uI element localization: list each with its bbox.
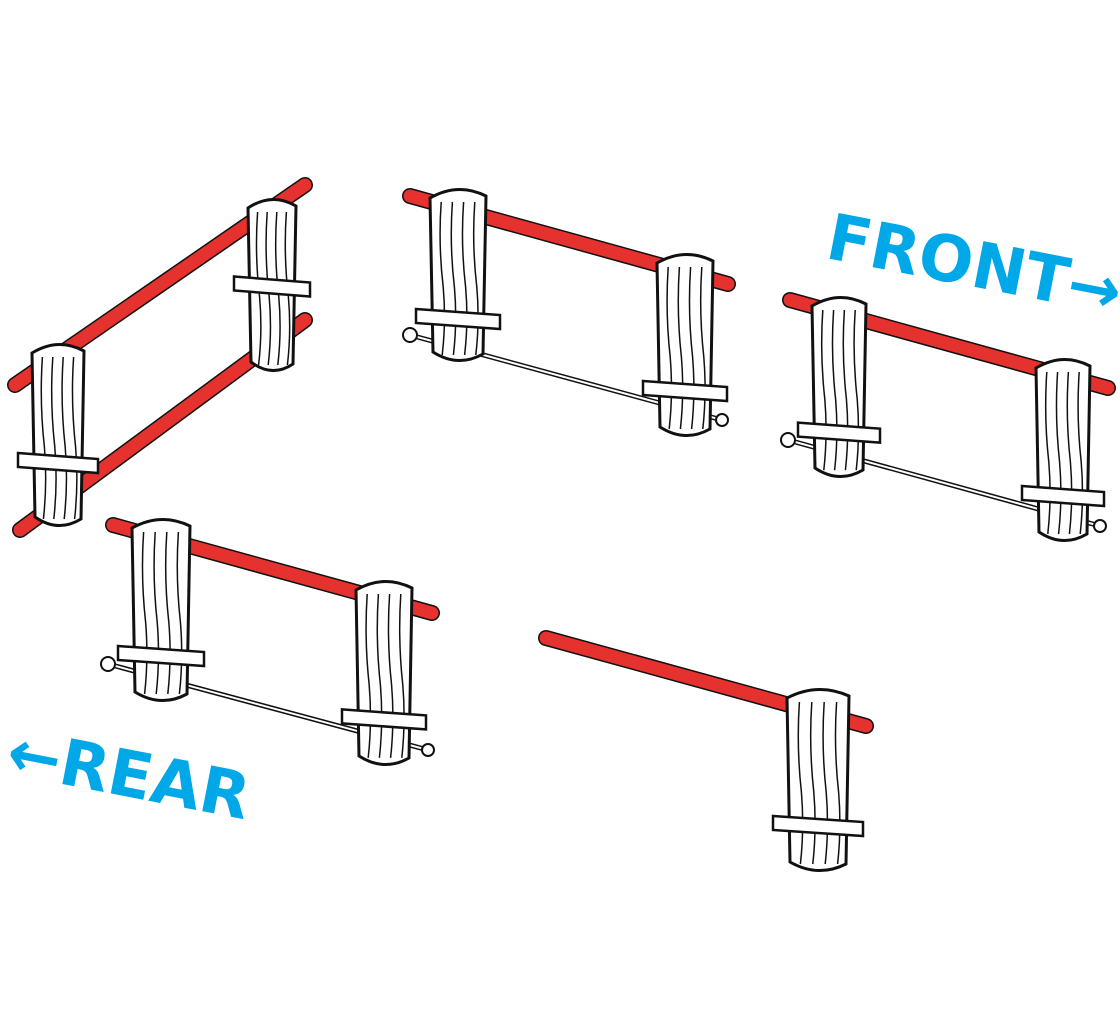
wood-grain-line: [255, 211, 262, 366]
timber-post: [232, 198, 312, 372]
right-front-assembly: [780, 292, 1116, 542]
left-double-rail-assembly: [7, 177, 313, 538]
metal-strap: [16, 451, 100, 475]
wood-grain-line: [40, 356, 47, 520]
timber-post: [796, 296, 882, 478]
wood-grain-line: [164, 531, 171, 695]
timber-post: [414, 188, 502, 362]
wood-grain-line: [666, 266, 673, 430]
wood-grain-line: [1077, 371, 1084, 535]
wood-grain-line: [1044, 371, 1051, 535]
wood-grain-line: [376, 593, 383, 758]
timber-post: [340, 580, 428, 766]
wood-grain-line: [797, 701, 804, 865]
timber-post: [116, 518, 206, 702]
wood-grain-line: [50, 356, 57, 520]
metal-strap: [1020, 484, 1106, 508]
wood-grain-line: [61, 356, 68, 520]
wood-grain-line: [1055, 371, 1062, 535]
wood-grain-line: [284, 211, 291, 366]
wood-grain-line: [1066, 371, 1073, 535]
wood-grain-line: [834, 701, 841, 865]
wood-grain-line: [71, 356, 78, 520]
metal-strap: [796, 421, 882, 444]
metal-strap: [116, 644, 206, 668]
wood-grain-line: [677, 266, 684, 430]
metal-strap: [414, 307, 502, 331]
wood-grain-line: [688, 266, 695, 430]
wood-grain-line: [176, 531, 183, 695]
rod-eye-bolt: [780, 432, 796, 448]
wood-grain-line: [809, 701, 816, 865]
wood-grain-line: [699, 266, 706, 430]
top-middle-assembly: [402, 188, 736, 437]
rod-eye-bolt: [715, 413, 729, 427]
rod-eye-bolt: [100, 656, 116, 672]
wood-grain-line: [831, 309, 838, 471]
wood-grain-line: [853, 309, 860, 471]
wood-grain-line: [461, 201, 468, 356]
rod-eye-bolt: [1093, 519, 1107, 533]
metal-strap: [340, 708, 428, 731]
wood-grain-line: [842, 309, 849, 471]
timber-post: [771, 687, 865, 872]
metal-strap: [232, 275, 312, 298]
wood-grain-line: [820, 309, 827, 471]
wood-grain-line: [365, 593, 372, 758]
wood-grain-line: [439, 201, 446, 356]
bottom-left-rear-assembly: [100, 517, 440, 766]
timber-post: [16, 343, 100, 527]
wood-grain-line: [153, 531, 160, 695]
rod-eye-bolt: [402, 327, 418, 343]
bottom-middle-single-post-assembly: [538, 630, 874, 872]
rod-eye-bolt: [421, 743, 435, 757]
wood-grain-line: [141, 531, 148, 695]
wood-grain-line: [472, 201, 479, 356]
wood-grain-line: [450, 201, 457, 356]
timber-post: [641, 253, 729, 437]
wood-grain-line: [822, 701, 829, 865]
timber-post: [1020, 358, 1106, 542]
wood-grain-line: [387, 593, 394, 758]
wood-grain-line: [398, 593, 405, 758]
metal-strap: [771, 814, 865, 838]
wood-grain-line: [265, 211, 272, 366]
metal-strap: [641, 379, 729, 403]
wood-grain-line: [274, 211, 281, 366]
